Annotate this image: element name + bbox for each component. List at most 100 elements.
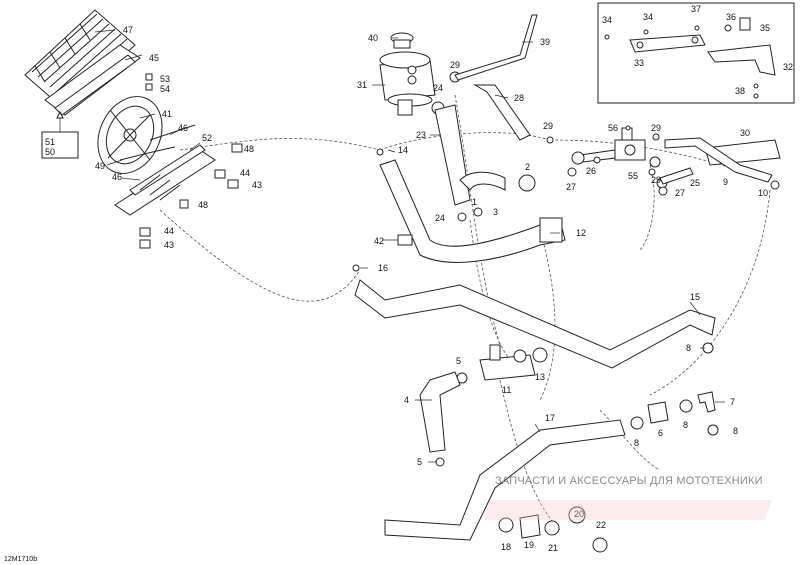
screw-38b	[753, 93, 759, 99]
fan-wire	[149, 124, 196, 141]
callout-1: 1	[472, 197, 477, 207]
coolant-hose-9	[664, 137, 773, 183]
bolt-56	[625, 125, 631, 131]
callout-43a: 43	[252, 180, 262, 190]
clamp-10	[770, 180, 780, 190]
callout-15: 15	[690, 292, 700, 302]
hose-1	[459, 171, 536, 192]
callout-6: 6	[658, 428, 663, 438]
radiator-shroud	[44, 44, 141, 116]
hose-clamp-8d	[707, 424, 719, 436]
coolant-hose-17	[384, 419, 626, 541]
callout-26: 26	[586, 166, 596, 176]
clamp-29b	[546, 136, 554, 144]
callout-48b: 48	[198, 200, 208, 210]
clip-44a	[214, 169, 226, 179]
callout-18: 18	[501, 542, 511, 552]
callout-32: 32	[783, 62, 793, 72]
clip-44b	[139, 227, 151, 237]
callout-44b: 44	[164, 226, 174, 236]
clamp-27a	[567, 167, 577, 177]
callout-45: 45	[149, 53, 159, 63]
wire-harness	[119, 146, 176, 161]
callout-7: 7	[730, 397, 735, 407]
clip-43b	[139, 239, 151, 249]
callout-29d: 29	[651, 175, 661, 185]
callout-34b: 34	[643, 12, 653, 22]
screw-34b	[643, 29, 649, 35]
callout-35: 35	[760, 23, 770, 33]
callout-5a: 5	[456, 356, 461, 366]
callout-27a: 27	[566, 182, 576, 192]
callout-11: 11	[502, 385, 511, 395]
hose-clamp-5b	[435, 457, 445, 467]
callout-labels: 47 45 53 54 41 46 51 50 52 48 49 46 44 4…	[45, 4, 793, 553]
coolant-hose-4	[419, 371, 461, 453]
clamp-14	[376, 148, 384, 156]
callout-28: 28	[514, 93, 524, 103]
callout-14: 14	[398, 145, 408, 155]
hose-clamp-8c	[679, 399, 693, 413]
callout-25: 25	[690, 178, 700, 188]
radiator-assembly	[24, 9, 243, 249]
bracket-detail-box	[597, 2, 795, 104]
callout-29b: 29	[543, 121, 553, 131]
clip-48b	[179, 199, 189, 209]
callout-33: 33	[634, 58, 644, 68]
callout-23: 23	[416, 130, 426, 140]
callout-17: 17	[545, 413, 555, 423]
nut-36	[724, 24, 732, 32]
callout-21: 21	[548, 543, 558, 553]
callout-19: 19	[524, 540, 534, 550]
cap-20	[568, 506, 586, 524]
elbow-7	[697, 391, 716, 413]
callout-13: 13	[535, 372, 545, 382]
callout-36: 36	[726, 12, 736, 22]
callout-30: 30	[740, 128, 750, 138]
callout-29c: 29	[651, 123, 661, 133]
clip-35	[739, 17, 751, 31]
callout-5b: 5	[417, 457, 422, 467]
callout-16: 16	[378, 263, 388, 273]
fitting-6	[647, 401, 669, 424]
hose-12	[379, 159, 566, 263]
callout-22: 22	[596, 520, 606, 530]
coolant-hose-15	[354, 279, 716, 369]
callout-50: 50	[45, 147, 55, 157]
routing-dashed-lines	[159, 94, 771, 531]
callout-48a: 48	[244, 144, 254, 154]
nut-21	[544, 520, 560, 536]
callout-9: 9	[723, 177, 728, 187]
callout-27b: 27	[675, 188, 685, 198]
callout-4: 4	[404, 395, 409, 405]
hose-clamp-8b	[630, 416, 644, 430]
callout-10: 10	[758, 188, 768, 198]
callout-8c: 8	[683, 420, 688, 430]
vent-hose-28	[473, 84, 531, 141]
fuse-box-53	[145, 73, 153, 81]
callout-54: 54	[160, 84, 170, 94]
callout-31: 31	[357, 80, 367, 90]
callout-24a: 24	[433, 83, 443, 93]
callout-42: 42	[374, 236, 384, 246]
hose-clamp-13	[532, 347, 548, 363]
screw-38a	[753, 83, 759, 89]
hose-25	[659, 167, 694, 185]
coolant-reservoir	[379, 32, 461, 116]
callout-56: 56	[608, 123, 618, 133]
callout-38: 38	[735, 86, 745, 96]
hose-clamp-24b	[457, 212, 467, 222]
clamp-16	[352, 264, 360, 272]
callout-37: 37	[691, 4, 701, 14]
overflow-hose-39	[454, 14, 538, 81]
callout-44a: 44	[240, 168, 250, 178]
callout-8a: 8	[686, 343, 691, 353]
callout-41: 41	[162, 109, 172, 119]
bracket-33	[629, 34, 706, 53]
hose-clamp-3	[473, 207, 483, 217]
clip-48a	[231, 143, 243, 153]
callout-47: 47	[123, 25, 133, 35]
leader-lines	[94, 29, 725, 463]
callout-24b: 24	[435, 213, 445, 223]
